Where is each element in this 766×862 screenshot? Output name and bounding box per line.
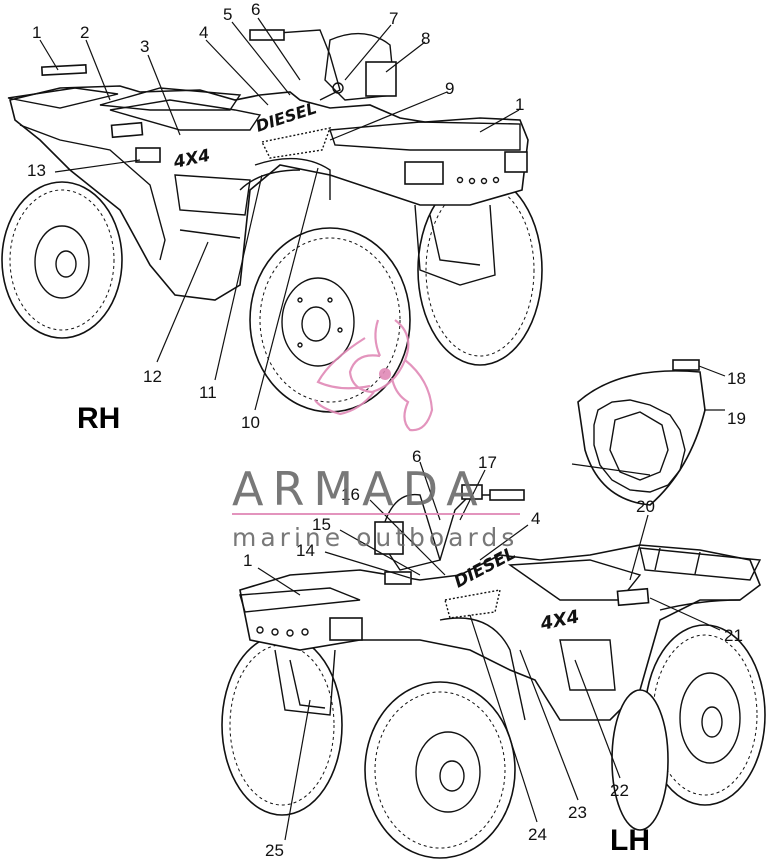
callout-lh-4: 4 — [531, 509, 540, 528]
callout-rh-1b: 1 — [515, 95, 524, 114]
callout-rh-8: 8 — [421, 29, 430, 48]
callout-lh-17: 17 — [478, 453, 497, 472]
callout-lh-6: 6 — [412, 447, 421, 466]
callout-rh-13: 13 — [27, 161, 46, 180]
view-label-rh: RH — [77, 402, 120, 435]
callout-lh-19: 19 — [727, 409, 746, 428]
callout-rh-4: 4 — [199, 23, 208, 42]
callout-lh-1: 1 — [243, 551, 252, 570]
callout-lh-14: 14 — [296, 541, 315, 560]
callout-rh-9: 9 — [445, 79, 454, 98]
leader-lines-rh — [39, 17, 520, 411]
watermark: ARMADA marine outboards — [232, 319, 520, 552]
callout-rh-10: 10 — [241, 413, 260, 432]
watermark-tagline: marine outboards — [232, 523, 518, 552]
callout-lh-23: 23 — [568, 803, 587, 822]
callout-lh-24: 24 — [528, 825, 547, 844]
callout-lh-25: 25 — [265, 841, 284, 860]
fender-detail-inset — [571, 359, 726, 506]
callout-rh-5: 5 — [223, 5, 232, 24]
callout-rh-2: 2 — [80, 23, 89, 42]
callout-rh-1: 1 — [32, 23, 41, 42]
callout-lh-15: 15 — [312, 515, 331, 534]
callout-rh-6: 6 — [251, 0, 260, 19]
atv-left-side-view: 4X4 DIESEL — [221, 484, 766, 859]
leader-lines-lh — [257, 461, 721, 841]
callout-rh-7: 7 — [389, 9, 398, 28]
callout-lh-22: 22 — [610, 781, 629, 800]
callout-lh-20: 20 — [636, 497, 655, 516]
callout-lh-21: 21 — [724, 626, 743, 645]
watermark-brand: ARMADA — [232, 462, 487, 516]
armada-logo-icon — [314, 319, 434, 432]
callout-rh-12: 12 — [143, 367, 162, 386]
atv-right-side-view: 4X4 DIESEL — [1, 29, 543, 413]
view-label-lh: LH — [610, 824, 650, 857]
callouts-lh: 18 19 6 17 16 15 4 14 1 20 21 22 23 24 2… — [243, 369, 746, 860]
watermark-rule — [232, 513, 520, 515]
callout-rh-3: 3 — [140, 37, 149, 56]
callout-lh-16: 16 — [341, 485, 360, 504]
callout-lh-18: 18 — [727, 369, 746, 388]
callouts-rh: 1 2 3 4 5 6 7 8 9 1 13 12 11 10 — [27, 0, 524, 432]
callout-rh-11: 11 — [199, 383, 217, 402]
